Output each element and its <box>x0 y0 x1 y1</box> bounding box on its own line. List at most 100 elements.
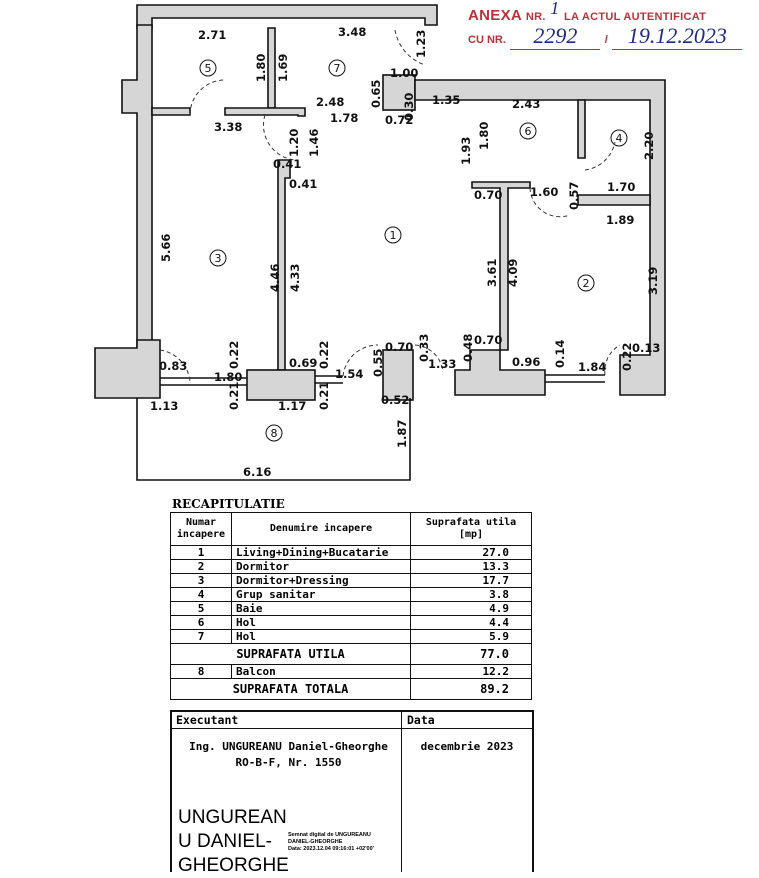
room-area: 27.0 <box>410 545 532 560</box>
dimensions-vertical: 1.23 1.80 1.69 0.65 0.30 1.20 1.46 5.66 … <box>159 30 660 448</box>
data-label: Data <box>407 713 435 727</box>
dimension: 0.21 <box>317 382 331 410</box>
room-labels: 5 7 1 3 6 4 2 8 <box>199 59 628 442</box>
column-header: Numar incapere <box>170 512 232 546</box>
dimension: 3.19 <box>646 267 660 295</box>
room-name: Hol <box>231 629 411 644</box>
svg-text:7: 7 <box>334 62 341 75</box>
total-area-value: 89.2 <box>410 678 532 700</box>
column-header: Suprafata utila [mp] <box>410 512 532 546</box>
dimension: 0.13 <box>632 341 660 355</box>
svg-text:8: 8 <box>271 427 278 440</box>
recap-title: RECAPITULATIE <box>172 497 285 511</box>
dimension: 1.84 <box>578 360 606 374</box>
document-date: decembrie 2023 <box>420 740 514 753</box>
dimension: 0.52 <box>381 393 409 407</box>
dimension: 0.70 <box>385 340 413 354</box>
svg-text:1: 1 <box>390 229 397 242</box>
dimension: 0.96 <box>512 355 540 369</box>
dimension: 3.38 <box>214 120 242 134</box>
svg-text:3: 3 <box>215 252 222 265</box>
room-area: 4.9 <box>410 601 532 616</box>
dimension: 4.46 <box>268 264 282 292</box>
room-area: 4.4 <box>410 615 532 630</box>
dimension: 0.41 <box>289 177 317 191</box>
svg-text:4: 4 <box>616 132 623 145</box>
room-number: 7 <box>170 629 232 644</box>
dimension: 2.43 <box>512 97 540 111</box>
room-number: 6 <box>170 615 232 630</box>
room-area: 3.8 <box>410 587 532 602</box>
dimension: 1.89 <box>606 213 634 227</box>
room-number: 1 <box>170 545 232 560</box>
room-label: 4 <box>610 129 628 147</box>
dimension: 1.33 <box>428 357 456 371</box>
column-header: Denumire incapere <box>231 512 411 546</box>
authentication-stamp: ANEXA NR. 1 LA ACTUL AUTENTIFICAT CU NR.… <box>468 0 743 50</box>
digital-signature-note: Semnat digital de UNGUREANU DANIEL-GHEOR… <box>288 832 374 852</box>
dimension: 1.80 <box>477 122 491 150</box>
dimension: 1.00 <box>390 66 418 80</box>
dimension: 1.60 <box>530 185 558 199</box>
dimension: 0.30 <box>402 93 416 121</box>
dimension: 1.93 <box>459 137 473 165</box>
dimension: 0.70 <box>474 333 502 347</box>
dimension: 3.48 <box>338 25 366 39</box>
stamp-act-number: 2292 <box>510 23 601 50</box>
room-name: Balcon <box>231 664 411 679</box>
dimension: 2.48 <box>316 95 344 109</box>
stamp-nr-label: NR. <box>525 11 546 23</box>
dimension: 1.46 <box>307 129 321 157</box>
room-number: 4 <box>170 587 232 602</box>
room-label: 6 <box>519 122 537 140</box>
room-area: 13.3 <box>410 559 532 574</box>
dimension: 0.21 <box>227 382 241 410</box>
dimension: 1.80 <box>214 370 242 384</box>
room-number: 2 <box>170 559 232 574</box>
dimension: 0.33 <box>417 334 431 362</box>
room-name: Dormitor <box>231 559 411 574</box>
dimension: 1.23 <box>414 30 428 58</box>
dimension: 0.70 <box>474 188 502 202</box>
engineer-name: Ing. UNGUREANU Daniel-Gheorghe <box>189 740 388 753</box>
dimension: 6.16 <box>243 465 271 479</box>
room-name: Dormitor+Dressing <box>231 573 411 588</box>
dimension: 1.20 <box>287 129 301 157</box>
dimension: 1.70 <box>607 180 635 194</box>
dimension: 1.13 <box>150 399 178 413</box>
room-number: 3 <box>170 573 232 588</box>
stamp-cu-nr-label: CU NR. <box>468 34 506 46</box>
dimension: 0.72 <box>385 113 413 127</box>
dimensions-horizontal: 2.71 3.48 1.00 2.48 1.78 0.72 1.35 3.38 … <box>150 25 660 479</box>
dimension: 0.41 <box>273 157 301 171</box>
stamp-act-label: LA ACTUL AUTENTIFICAT <box>564 11 707 23</box>
executant-label: Executant <box>176 713 239 727</box>
stamp-act-date: 19.12.2023 <box>612 23 743 50</box>
dimension: 4.33 <box>288 264 302 292</box>
room-area: 12.2 <box>410 664 532 679</box>
dimension: 1.17 <box>278 399 306 413</box>
recap-table: Numar incapere Denumire incapere Suprafa… <box>170 512 532 700</box>
room-label: 7 <box>328 59 346 77</box>
dimension: 0.48 <box>461 334 475 362</box>
room-label: 3 <box>209 249 227 267</box>
stamp-annex-number: 1 <box>550 0 560 18</box>
room-area: 17.7 <box>410 573 532 588</box>
room-label: 1 <box>384 226 402 244</box>
dimension: 1.35 <box>432 93 460 107</box>
svg-text:5: 5 <box>205 62 212 75</box>
useful-area-label: SUPRAFATA UTILA <box>170 643 411 665</box>
room-number: 8 <box>170 664 232 679</box>
executant-box: Executant Data Ing. UNGUREANU Daniel-Ghe… <box>170 710 534 876</box>
dimension: 5.66 <box>159 234 173 262</box>
dimension: 2.20 <box>642 132 656 160</box>
digital-signature-name: UNGUREAN U DANIEL- GHEORGHE <box>178 807 289 876</box>
walls <box>94 4 666 481</box>
dimension: 1.87 <box>395 420 409 448</box>
